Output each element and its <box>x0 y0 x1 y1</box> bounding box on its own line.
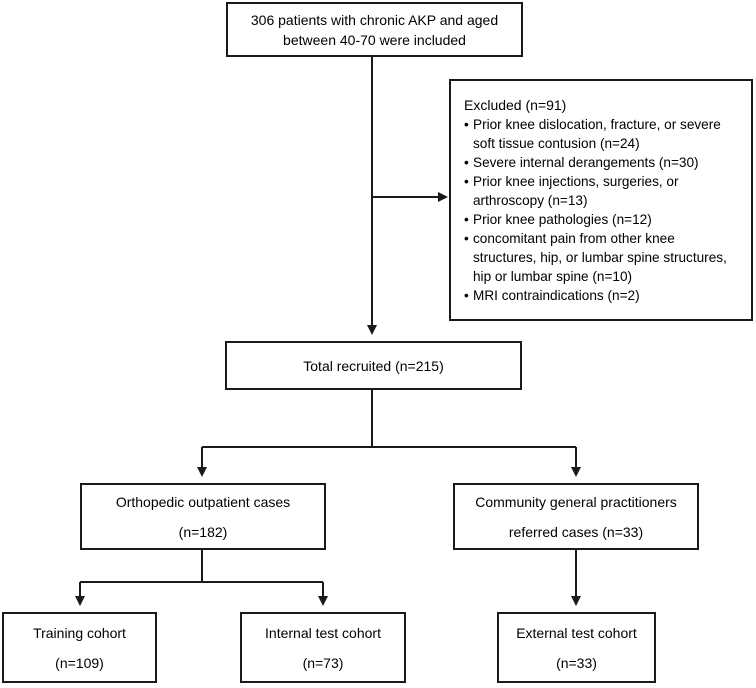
excluded-item-text: hip or lumbar spine (n=10) <box>473 269 633 284</box>
training-line1: Training cohort <box>33 624 126 641</box>
included-box: 306 patients with chronic AKP and aged b… <box>226 2 523 57</box>
internal-line1: Internal test cohort <box>265 624 381 641</box>
excluded-item: Prior knee dislocation, fracture, or sev… <box>464 115 743 153</box>
orthopedic-line1: Orthopedic outpatient cases <box>115 493 291 510</box>
excluded-item: Prior knee injections, surgeries, or art… <box>464 172 743 210</box>
excluded-item: Severe internal derangements (n=30) <box>464 153 743 172</box>
excluded-item-text: Prior knee injections, surgeries, or <box>473 174 679 189</box>
external-line1: External test cohort <box>516 624 637 641</box>
training-line2: (n=109) <box>55 654 104 671</box>
excluded-item-text: Severe internal derangements (n=30) <box>473 155 699 170</box>
external-box: External test cohort (n=33) <box>497 612 656 683</box>
community-line2: referred cases (n=33) <box>508 523 644 540</box>
total-recruited-label: Total recruited (n=215) <box>303 357 444 374</box>
excluded-title: Excluded (n=91) <box>464 97 567 113</box>
excluded-item-text: structures, hip, or lumbar spine structu… <box>473 250 727 265</box>
orthopedic-box: Orthopedic outpatient cases (n=182) <box>80 483 326 550</box>
internal-box: Internal test cohort (n=73) <box>240 612 406 683</box>
orthopedic-line2: (n=182) <box>178 523 228 540</box>
excluded-item-text: Prior knee dislocation, fracture, or sev… <box>473 117 721 132</box>
excluded-item: Prior knee pathologies (n=12) <box>464 210 743 229</box>
training-box: Training cohort (n=109) <box>2 612 157 683</box>
excluded-item-text: soft tissue contusion (n=24) <box>473 136 640 151</box>
external-line2: (n=33) <box>556 654 597 671</box>
community-box: Community general practitioners referred… <box>453 483 699 550</box>
internal-line2: (n=73) <box>302 654 344 671</box>
excluded-item: MRI contraindications (n=2) <box>464 286 743 305</box>
excluded-box: Excluded (n=91) Prior knee dislocation, … <box>449 79 753 321</box>
excluded-item-text: concomitant pain from other knee <box>473 231 675 246</box>
excluded-item-text: Prior knee pathologies (n=12) <box>473 212 652 227</box>
excluded-item-text: MRI contraindications (n=2) <box>473 288 640 303</box>
excluded-item: concomitant pain from other knee structu… <box>464 229 743 286</box>
excluded-list: Prior knee dislocation, fracture, or sev… <box>464 115 743 305</box>
excluded-item-text: arthroscopy (n=13) <box>473 193 588 208</box>
community-line1: Community general practitioners <box>475 493 677 510</box>
included-line2: between 40-70 were included <box>283 31 466 48</box>
included-line1: 306 patients with chronic AKP and aged <box>250 11 499 28</box>
total-recruited-box: Total recruited (n=215) <box>225 341 522 390</box>
